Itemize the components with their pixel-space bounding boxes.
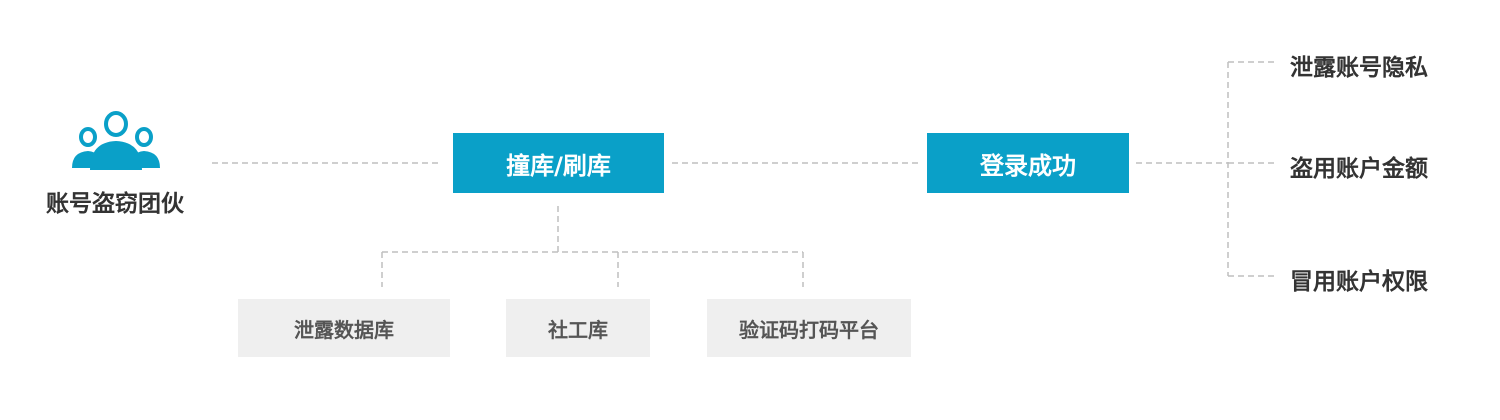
outcome-permission-abuse: 冒用账户权限 <box>1290 269 1428 295</box>
source-node-label: 社工库 <box>548 317 608 342</box>
attack-node-label: 撞库/刷库 <box>506 151 611 180</box>
outcome-privacy-leak: 泄露账号隐私 <box>1290 55 1428 81</box>
result-node-label: 登录成功 <box>980 151 1076 180</box>
source-node-captcha-platform: 验证码打码平台 <box>707 299 911 357</box>
outcome-funds-theft: 盗用账户金额 <box>1290 156 1428 182</box>
group-users-icon <box>72 111 160 170</box>
result-node: 登录成功 <box>927 133 1129 193</box>
source-node-label: 验证码打码平台 <box>739 317 879 342</box>
actor-label: 账号盗窃团伙 <box>46 191 184 217</box>
attack-node: 撞库/刷库 <box>453 133 664 193</box>
source-node-label: 泄露数据库 <box>294 317 394 342</box>
source-node-social-db: 社工库 <box>506 299 650 357</box>
source-node-leaked-db: 泄露数据库 <box>238 299 450 357</box>
